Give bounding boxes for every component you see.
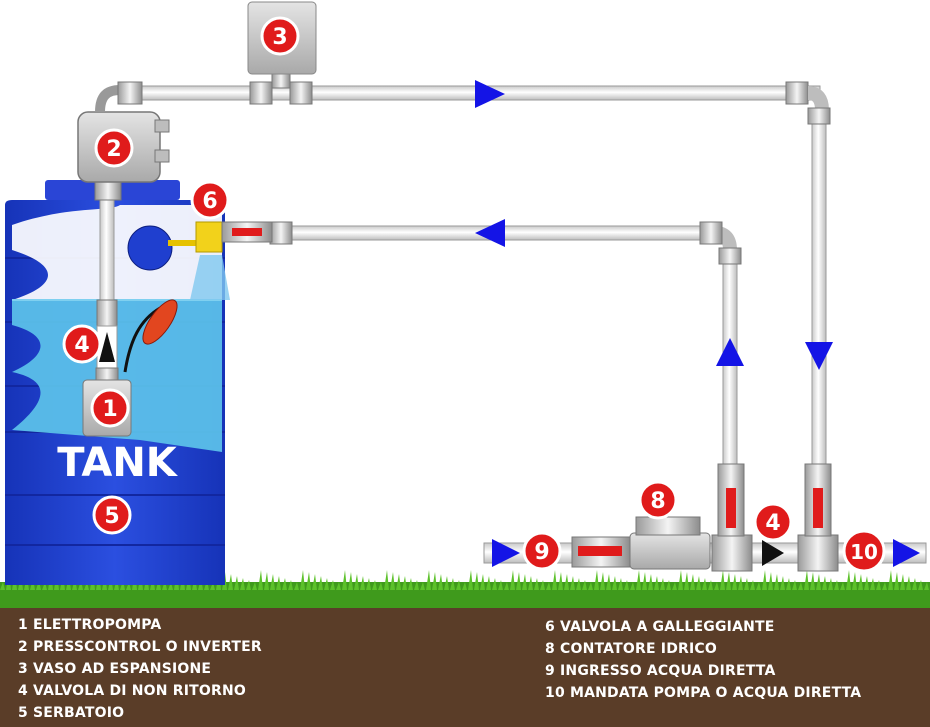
marker-direct-inlet-number: 9	[534, 540, 549, 565]
ball-valve-handle-icon	[578, 546, 622, 556]
marker-check-valve-line-number: 4	[765, 511, 780, 536]
tee-fittings	[711, 463, 839, 572]
triangle-arrow-icon	[492, 539, 520, 567]
marker-tank: 5	[92, 495, 132, 535]
marker-expansion-vessel-number: 3	[272, 25, 287, 50]
legend-right: 6 VALVOLA A GALLEGGIANTE 8 CONTATORE IDR…	[545, 616, 861, 704]
check-valve-line-arrow-icon	[762, 540, 784, 566]
tank-cutaway-air	[12, 205, 222, 300]
water-spray	[190, 255, 230, 300]
float-switch-icon	[142, 299, 178, 345]
marker-water-meter-number: 8	[650, 489, 665, 514]
legend-item: 10 MANDATA POMPA O ACQUA DIRETTA	[545, 685, 862, 701]
inlet-valve	[571, 536, 631, 568]
tank-label: TANK	[57, 440, 179, 486]
ball-valve-handle-icon	[232, 228, 262, 236]
marker-presscontrol-number: 2	[106, 137, 121, 162]
marker-check-valve-tank: 4	[62, 324, 102, 364]
marker-float-valve: 6	[190, 180, 230, 220]
marker-check-valve-line: 4	[753, 502, 793, 542]
ball-valve-handle-icon	[813, 488, 823, 528]
legend-item: 8 CONTATORE IDRICO	[545, 641, 717, 657]
grass	[0, 570, 930, 608]
marker-pump-delivery: 10	[842, 529, 886, 573]
marker-check-valve-tank-number: 4	[74, 333, 89, 358]
triangle-arrow-icon	[893, 539, 920, 567]
marker-pump-delivery-number: 10	[850, 540, 878, 564]
triangle-arrow-icon	[716, 338, 744, 366]
legend-left: 1 ELETTROPOMPA 2 PRESSCONTROL O INVERTER…	[18, 614, 262, 724]
triangle-arrow-icon	[805, 342, 833, 370]
pump-riser-pipe	[99, 194, 115, 306]
marker-float-valve-number: 6	[202, 189, 217, 214]
soil	[0, 600, 930, 727]
top-delivery-pipe	[119, 85, 821, 101]
marker-water-meter: 8	[638, 480, 678, 520]
flow-arrows	[475, 80, 920, 567]
float-valve	[127, 221, 273, 300]
marker-pump-number: 1	[102, 397, 117, 422]
marker-tank-number: 5	[104, 504, 119, 529]
legend-item: 9 INGRESSO ACQUA DIRETTA	[545, 663, 776, 679]
legend-item: 1 ELETTROPOMPA	[18, 617, 162, 633]
water-meter	[629, 516, 711, 570]
marker-expansion-vessel: 3	[260, 16, 300, 56]
legend-item: 3 VASO AD ESPANSIONE	[18, 661, 212, 677]
ball-valve-handle-icon	[726, 488, 736, 528]
float-ball-icon	[127, 225, 173, 271]
marker-direct-inlet: 9	[522, 531, 562, 571]
legend-item: 2 PRESSCONTROL O INVERTER	[18, 639, 262, 655]
triangle-arrow-icon	[475, 80, 505, 108]
check-valve-arrow-icon	[99, 332, 115, 362]
marker-pump: 1	[90, 388, 130, 428]
right-down-pipe	[811, 107, 827, 471]
triangle-arrow-icon	[475, 219, 505, 247]
legend-item: 6 VALVOLA A GALLEGGIANTE	[545, 619, 775, 635]
legend-item: 5 SERBATOIO	[18, 705, 125, 721]
legend-item: 4 VALVOLA DI NON RITORNO	[18, 683, 247, 699]
marker-presscontrol: 2	[94, 128, 134, 168]
check-valve-tank	[96, 299, 118, 369]
